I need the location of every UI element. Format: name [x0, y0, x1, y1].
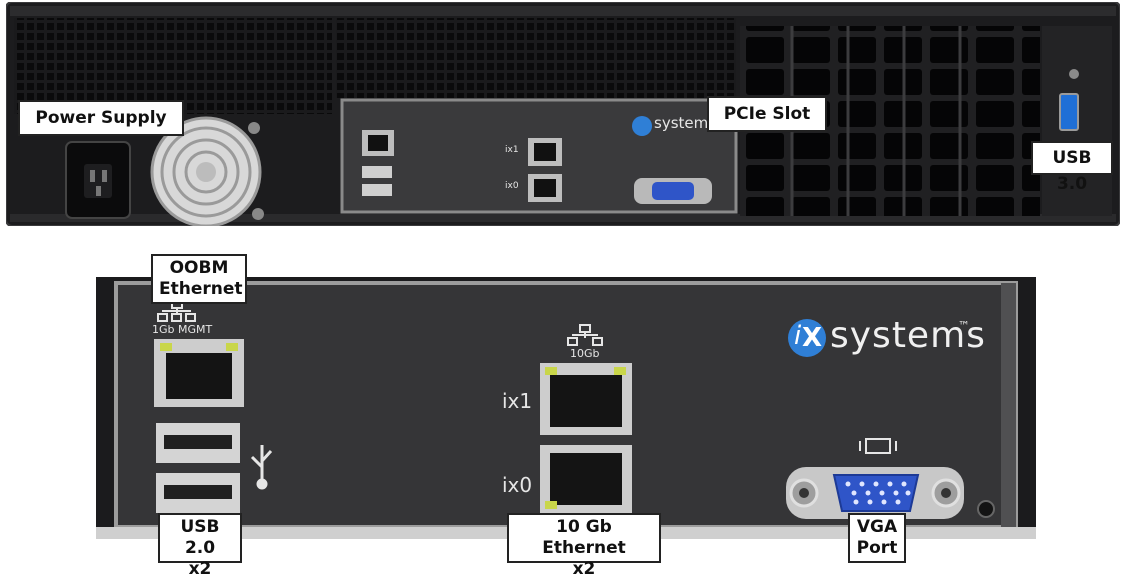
usb3-port-shape: [1059, 93, 1079, 131]
chassis-rear-drawing: [5, 1, 1121, 228]
small-ix1-label: ix1: [505, 145, 519, 155]
tengb-silk-label: 10Gb: [570, 347, 600, 360]
ix1-silk-label: ix1: [502, 389, 533, 413]
vga-line2: Port: [856, 538, 898, 558]
psu-vent-grill: [14, 18, 332, 114]
oobm-line2: Ethernet: [159, 279, 243, 299]
usb2-line1: USB 2.0: [180, 517, 220, 558]
tengb-ethernet-label: 10 Gb Ethernet x2: [507, 513, 661, 579]
chassis-rear-photo: ix1 ix0 systems: [5, 1, 1121, 228]
tengb-network-glyph: [567, 324, 603, 346]
brand-logo-mark: i X: [788, 319, 826, 357]
small-ix0-label: ix0: [505, 181, 519, 191]
small-brand-icon: [632, 116, 652, 136]
io-panel-zoom: 1Gb MGMT 10Gb ix1 ix0 i X systems ™: [96, 277, 1036, 539]
vga-port-label: VGA Port: [848, 513, 906, 563]
usb2-line2: x2: [188, 559, 212, 579]
mgmt-network-glyph: [157, 300, 196, 322]
pcie-slot-label: PCIe Slot: [707, 96, 827, 132]
small-brand-text: systems: [654, 114, 717, 132]
brand-wordmark: systems: [830, 315, 986, 356]
eth10-line2: x2: [572, 559, 596, 579]
brand-logo-i: i: [794, 321, 802, 351]
usb2-label: USB 2.0 x2: [158, 513, 242, 579]
usb-symbol-glyph: [250, 445, 273, 490]
oobm-line1: OOBM: [169, 258, 229, 278]
mgmt-silk-label: 1Gb MGMT: [152, 323, 213, 336]
vga-line1: VGA: [856, 517, 898, 537]
power-supply-label: Power Supply: [18, 100, 184, 136]
ix0-silk-label: ix0: [502, 473, 533, 497]
eth10-line1: 10 Gb Ethernet: [542, 517, 626, 558]
vga-monitor-glyph: [859, 438, 897, 454]
io-panel-drawing: [96, 277, 1036, 539]
oobm-ethernet-label: OOBM Ethernet: [151, 254, 247, 304]
brand-logo-x: X: [802, 323, 823, 353]
brand-trademark: ™: [958, 319, 970, 333]
usb3-label: USB 3.0: [1031, 141, 1113, 194]
